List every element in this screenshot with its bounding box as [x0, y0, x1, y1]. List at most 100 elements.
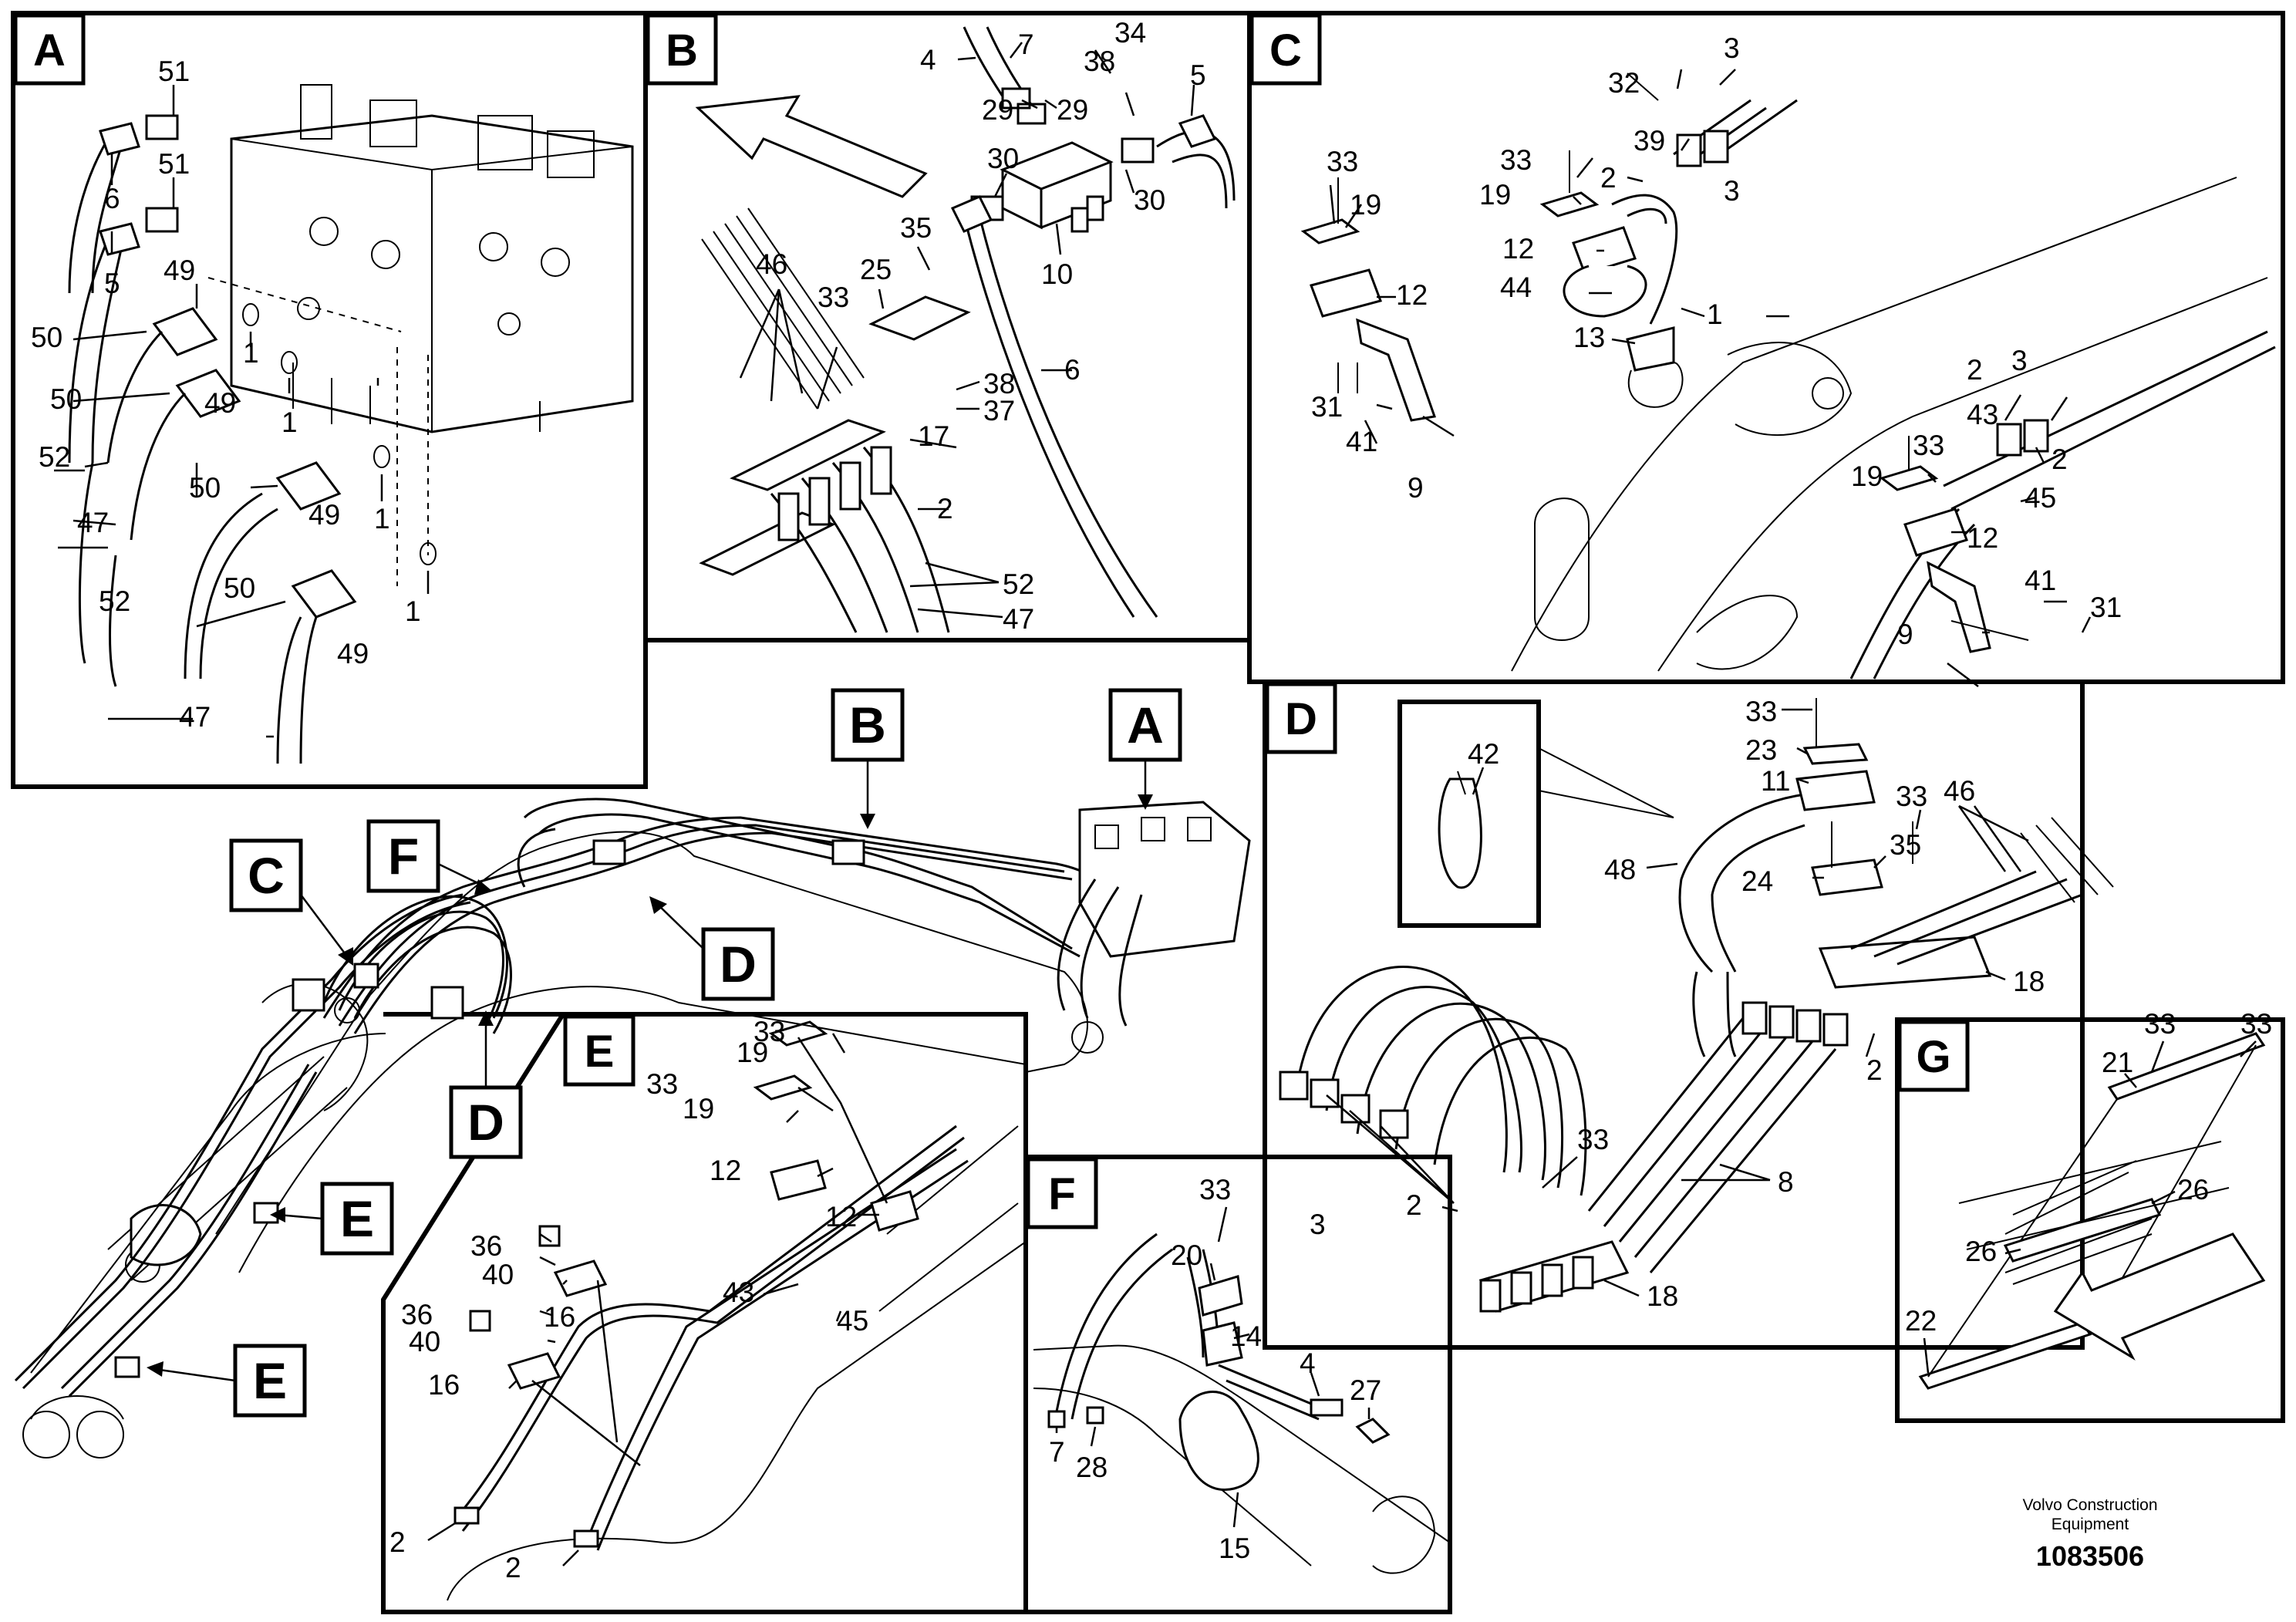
- callout-number: 40: [409, 1326, 440, 1357]
- callout-number: 19: [1479, 179, 1511, 211]
- callout-number: 1: [243, 337, 259, 369]
- direction-arrow: [695, 95, 928, 198]
- direction-arrow: [2053, 1233, 2266, 1361]
- brand-line-2: Equipment: [2052, 1516, 2129, 1533]
- callout-number: 12: [1502, 233, 1534, 265]
- callout-number: 40: [482, 1259, 514, 1290]
- callout-number: 19: [737, 1037, 768, 1068]
- callout-number: 33: [2144, 1008, 2176, 1040]
- callout-number: 3: [2011, 345, 2028, 376]
- callout-number: 2: [1406, 1189, 1422, 1221]
- callout-number: 20: [1171, 1239, 1202, 1271]
- callout-number: 3: [1724, 175, 1740, 207]
- panel-g-drawing: 21 33 33 26 26 22: [1905, 1008, 2272, 1390]
- section-letter: E: [340, 1190, 374, 1247]
- overview-tag-e-upper: E: [270, 1182, 394, 1256]
- callout-number: 12: [825, 1201, 857, 1233]
- section-letter: G: [1916, 1032, 1950, 1082]
- callout-number: 8: [1778, 1166, 1794, 1198]
- callout-number: 46: [756, 248, 787, 280]
- callout-number: 2: [1967, 354, 1983, 386]
- callout-number: 2: [389, 1526, 406, 1558]
- callout-number: 23: [1745, 734, 1777, 766]
- callout-number: 6: [1064, 354, 1081, 386]
- callout-number: 2: [2052, 443, 2068, 475]
- panel-frames: [11, 11, 2285, 1614]
- callout-number: 38: [1084, 46, 1115, 77]
- overview-tag-d-upper: D: [649, 896, 775, 1001]
- callout-number: 34: [1114, 17, 1146, 49]
- callout-number: 33: [2240, 1008, 2272, 1040]
- section-letter: C: [1269, 25, 1302, 76]
- callout-number: 35: [900, 212, 932, 244]
- footer: Volvo Construction Equipment 1083506: [2022, 1496, 2157, 1572]
- callout-number: 19: [1851, 460, 1883, 492]
- section-letter: D: [467, 1094, 504, 1151]
- callout-number: 39: [1633, 125, 1665, 157]
- callout-number: 31: [2090, 592, 2122, 623]
- callout-number: 26: [1965, 1236, 1997, 1267]
- callout-number: 51: [158, 148, 190, 180]
- callout-number: 16: [428, 1369, 460, 1401]
- callout-number: 47: [179, 701, 211, 733]
- callout-number: 43: [723, 1276, 754, 1308]
- callout-number: 18: [1647, 1280, 1678, 1312]
- callout-number: 50: [189, 472, 221, 504]
- callout-number: 32: [1608, 67, 1640, 99]
- overview-tag-a: A: [1108, 688, 1182, 810]
- callout-number: 2: [937, 493, 953, 524]
- callout-number: 33: [1896, 781, 1927, 812]
- callout-number: 46: [1944, 775, 1975, 807]
- callout-number: 52: [39, 441, 70, 473]
- callout-number: 1: [282, 406, 298, 438]
- section-letter: F: [1048, 1169, 1075, 1219]
- panel-c-label: C: [1249, 13, 1322, 86]
- callout-number: 24: [1741, 865, 1773, 897]
- callout-number: 3: [1310, 1209, 1326, 1240]
- panel-f-frame: [1023, 1155, 1452, 1614]
- panel-b-label: B: [646, 13, 718, 86]
- callout-number: 21: [2102, 1047, 2133, 1078]
- callout-number: 49: [204, 387, 236, 419]
- callout-number: 1: [374, 503, 390, 534]
- overview-tag-b: B: [831, 688, 905, 829]
- section-letter: A: [33, 25, 66, 76]
- callout-number: 49: [337, 638, 369, 669]
- panel-f-drawing: 33 20 14 4 27 7 28 15: [1033, 1174, 1451, 1574]
- callout-number: 12: [1967, 522, 1998, 554]
- callout-number: 12: [710, 1155, 741, 1186]
- callout-number: 3: [1724, 32, 1740, 64]
- callout-number: 9: [1897, 619, 1913, 650]
- callout-number: 33: [1500, 144, 1532, 176]
- panel-a-label: A: [13, 13, 86, 86]
- callout-number: 1: [405, 595, 421, 627]
- callout-number: 11: [1761, 765, 1790, 797]
- callout-number: 22: [1905, 1305, 1937, 1337]
- callout-number: 2: [1600, 162, 1617, 194]
- callout-number: 50: [50, 383, 82, 415]
- callout-number: 44: [1500, 271, 1532, 303]
- callout-number: 5: [104, 268, 120, 299]
- callout-number: 37: [983, 395, 1015, 427]
- panel-c-drawing: 3 32 3 39 33 33 19 19 2 12 12 44 1 13 2 …: [1300, 32, 2276, 687]
- overview-tag-e-lower: E: [147, 1344, 307, 1418]
- section-letter: F: [388, 828, 419, 885]
- callout-number: 33: [1327, 146, 1358, 177]
- callout-number: 31: [1311, 391, 1343, 423]
- callout-number: 36: [470, 1230, 502, 1262]
- callout-number: 41: [2025, 565, 2056, 596]
- callout-number: 49: [308, 499, 340, 531]
- callout-number: 12: [1396, 279, 1428, 311]
- callout-number: 43: [1967, 399, 1998, 430]
- section-letter: E: [585, 1027, 615, 1077]
- callout-number: 29: [982, 94, 1013, 126]
- panel-d-label: D: [1265, 682, 1337, 754]
- panel-g-label: G: [1897, 1020, 1970, 1092]
- callout-number: 4: [1300, 1347, 1316, 1379]
- callout-number: 28: [1076, 1452, 1108, 1483]
- callout-number: 33: [818, 282, 849, 313]
- callout-number: 1: [1707, 298, 1723, 330]
- callout-number: 16: [544, 1301, 575, 1333]
- callout-number: 45: [837, 1305, 868, 1337]
